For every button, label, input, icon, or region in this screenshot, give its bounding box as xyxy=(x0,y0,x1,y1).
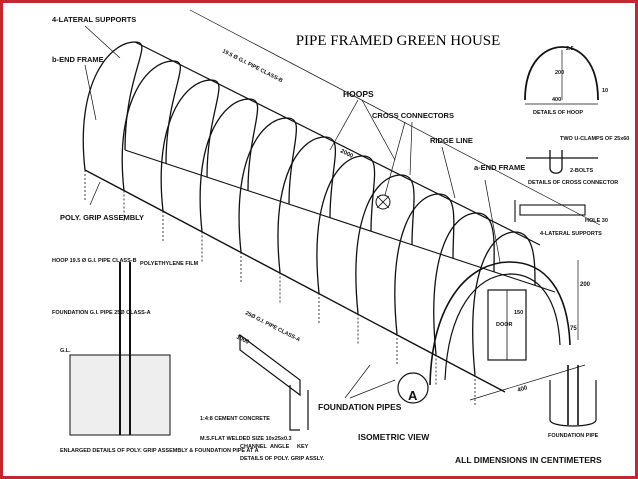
hoop-7 xyxy=(316,155,376,294)
leader-cross-1 xyxy=(384,121,406,196)
dim-75: 75 xyxy=(570,326,577,332)
dim-line-width xyxy=(469,364,586,401)
hoop-dim-radius: 200 xyxy=(555,70,564,76)
hoop-dim-span: 400 xyxy=(552,97,561,103)
isometric-greenhouse: DOOR 150 A xyxy=(82,41,571,405)
dim-1000: 1000 xyxy=(235,334,250,346)
details-hoop-label: DETAILS OF HOOP xyxy=(533,110,583,116)
dim-line-length xyxy=(189,9,601,226)
lateral-support-detail-label: 4-LATERAL SUPPORTS xyxy=(540,231,602,237)
channel-label: CHANNEL xyxy=(240,444,268,450)
detail-enlarged-poly-grip: HOOP 19.5 Ø G.I. PIPE CLASS-B POLYETHYLE… xyxy=(52,258,292,454)
leader-b-end xyxy=(84,64,97,121)
hoop-dim-leg: 10 xyxy=(602,88,608,94)
gl-label: G.L. xyxy=(60,348,71,354)
leader-foundation-2 xyxy=(349,379,396,399)
leader-lines xyxy=(84,25,501,399)
dim-height: 200 xyxy=(580,282,591,288)
pipe-spec-bottom: 25Ø G.I. PIPE CLASS-A xyxy=(244,310,301,343)
hoop-8 xyxy=(355,174,415,314)
details-poly-grip-label: DETAILS OF POLY. GRIP ASSLY. xyxy=(240,456,325,462)
callout-a-circle xyxy=(397,372,429,404)
hoop-4 xyxy=(199,98,259,232)
angle-part xyxy=(289,385,300,431)
hole-spec-label: HOLE 30 xyxy=(585,218,608,224)
door-label: DOOR xyxy=(496,322,513,328)
label-all-dimensions: ALL DIMENSIONS IN CENTIMETERS xyxy=(455,455,602,465)
key-label: KEY xyxy=(297,444,309,450)
label-hoops: HOOPS xyxy=(343,89,374,99)
dim-length: 2000 xyxy=(339,148,354,160)
hoops-group xyxy=(82,41,536,405)
hoop-spec-label: HOOP 19.5 Ø G.I. PIPE CLASS-B xyxy=(52,258,137,264)
leader-cross-2 xyxy=(409,121,413,176)
hoop-1 xyxy=(82,41,143,171)
enlarged-details-label: ENLARGED DETAILS OF POLY. GRIP ASSEMBLY … xyxy=(60,448,259,454)
cross-connector-x2 xyxy=(376,195,390,209)
hoop-dim-thickness: 2.5 xyxy=(566,46,574,52)
label-b-end-frame: b-END FRAME xyxy=(52,55,104,64)
leader-ridge xyxy=(441,146,456,199)
lateral-support-bar xyxy=(519,204,586,216)
detail-poly-grip-parts: CHANNEL ANGLE KEY DETAILS OF POLY. GRIP … xyxy=(239,333,325,462)
u-clamp-shape xyxy=(549,150,563,174)
door-dim: 150 xyxy=(514,310,523,316)
hoop-9 xyxy=(394,193,455,335)
a-end-frame-arch xyxy=(429,261,571,386)
two-u-clamps-label: TWO U-CLAMPS OF 25x60 xyxy=(560,136,629,142)
base-rail-front xyxy=(84,169,506,393)
foundation-pit xyxy=(549,380,597,427)
flat-welded-label: M.S.FLAT WELDED SIZE 10x25x0.3 xyxy=(200,436,292,442)
leader-foundation-1 xyxy=(344,364,371,399)
detail-cross-connector: TWO U-CLAMPS OF 25x60 2-BOLTS DETAILS OF… xyxy=(526,136,629,186)
polyethylene-film-label: POLYETHYLENE FILM xyxy=(140,261,199,267)
hoop-10 xyxy=(433,212,495,355)
label-lateral-supports: 4-LATERAL SUPPORTS xyxy=(52,15,136,24)
label-cross-connectors: CROSS CONNECTORS xyxy=(372,111,454,120)
channel-part xyxy=(239,333,301,397)
hoop-3 xyxy=(160,79,220,212)
hoop-arch-detail xyxy=(524,46,599,101)
leader-hoops-1 xyxy=(329,99,359,151)
label-ridge-line: RIDGE LINE xyxy=(430,136,473,145)
foundation-pipe-label: FOUNDATION PIPE xyxy=(548,433,599,439)
ridge-line-pipe xyxy=(134,41,541,246)
leader-hoops-2 xyxy=(361,99,396,161)
bolts-label: 2-BOLTS xyxy=(570,168,593,174)
angle-label: ANGLE xyxy=(270,444,290,450)
leader-a-end xyxy=(484,179,501,263)
hoop-6 xyxy=(277,136,336,273)
detail-foundation-pipe: FOUNDATION PIPE xyxy=(548,365,599,439)
label-foundation-pipes: FOUNDATION PIPES xyxy=(318,402,402,412)
cement-concrete-label: 1:4:8 CEMENT CONCRETE xyxy=(200,416,270,422)
dim-width: 400 xyxy=(517,385,529,394)
label-a-end-frame: a-END FRAME xyxy=(474,163,525,172)
hoop-5 xyxy=(238,117,298,253)
detail-lateral-support: HOLE 30 4-LATERAL SUPPORTS xyxy=(514,200,608,237)
foundation-spec-label: FOUNDATION G.I. PIPE 25Ø CLASS-A xyxy=(52,310,151,316)
cross-connector-marker xyxy=(375,194,391,210)
leader-poly-grip xyxy=(89,181,101,206)
diagram-title: PIPE FRAMED GREEN HOUSE xyxy=(296,33,501,49)
label-poly-grip: POLY. GRIP ASSEMBLY xyxy=(60,213,144,222)
callout-a-label: A xyxy=(408,388,418,403)
leader-lateral xyxy=(84,25,121,59)
label-isometric-view: ISOMETRIC VIEW xyxy=(358,432,430,442)
details-cross-connector-label: DETAILS OF CROSS CONNECTOR xyxy=(528,180,618,186)
hoop-2 xyxy=(121,60,181,191)
hoop-11 xyxy=(472,231,536,376)
detail-hoop: 2.5 200 400 10 DETAILS OF HOOP xyxy=(524,46,608,116)
a-end-frame-inner xyxy=(444,273,561,381)
